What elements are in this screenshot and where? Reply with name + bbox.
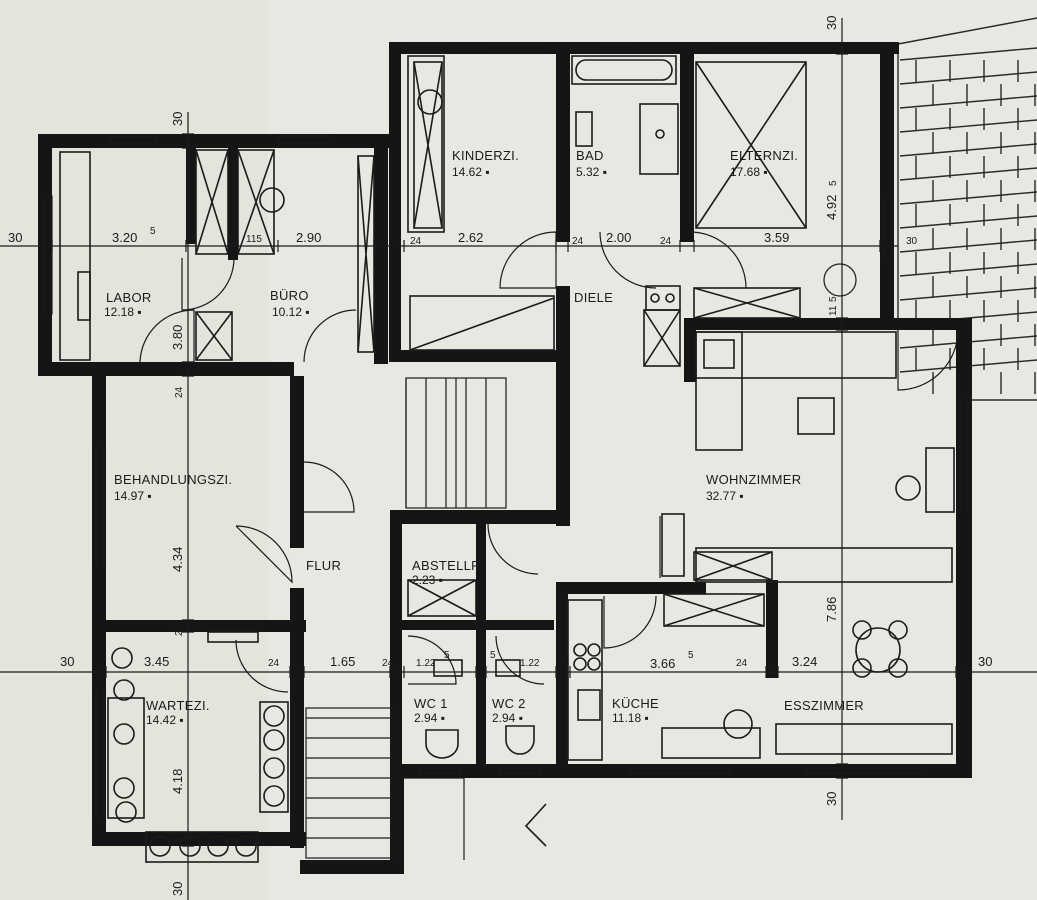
dim-vert-2: 24 <box>174 386 185 398</box>
dim-vert-6: 30 <box>170 882 185 896</box>
paving-row <box>899 167 1037 181</box>
dim-upper-5: 24 <box>410 236 422 247</box>
room-label-wartezi: WARTEZI. <box>146 698 210 713</box>
room-label-kueche: KÜCHE <box>612 696 659 711</box>
room-area-wc2: 2.94 ▪ <box>492 711 523 725</box>
room-label-bad: BAD <box>576 148 604 163</box>
paving-row <box>899 191 1037 205</box>
dim-upper-8: 2.00 <box>606 230 631 245</box>
room-label-elternzi: ELTERNZI. <box>730 148 798 163</box>
room-label-labor: LABOR <box>106 290 152 305</box>
paving-row <box>899 47 1037 61</box>
room-label-wc1: WC 1 <box>414 696 448 711</box>
room-area-abstellr: 2.23 ▪ <box>412 573 443 587</box>
room-label-flur: FLUR <box>306 558 341 573</box>
room-area-labor: 12.18 ▪ <box>104 305 142 319</box>
dim-vert-9: 11 <box>828 305 839 316</box>
room-label-diele: DIELE <box>574 290 613 305</box>
dim-vert-11: 7.86 <box>824 597 839 622</box>
room-label-kinderzi: KINDERZI. <box>452 148 519 163</box>
beds <box>407 55 555 351</box>
dim-upper-1: 3.20 <box>112 230 137 245</box>
stairs <box>305 377 507 859</box>
room-label-wc2: WC 2 <box>492 696 526 711</box>
room-area-kinderzi: 14.62 ▪ <box>452 165 490 179</box>
waiting-chairs <box>107 647 289 863</box>
room-area-kueche: 11.18 ▪ <box>612 711 649 725</box>
room-area-buero: 10.12 ▪ <box>272 305 310 319</box>
dim-lower-5: 1.22 <box>416 658 436 669</box>
dim-lower-14: 30 <box>978 654 992 669</box>
dim-vert-5: 4.18 <box>170 769 185 794</box>
dim-lower-4: 24 <box>382 658 394 669</box>
paving-row <box>899 239 1037 253</box>
paving-row <box>899 263 1037 277</box>
room-label-behandlungszi: BEHANDLUNGSZI. <box>114 472 232 487</box>
fixtures <box>259 55 953 761</box>
paving-row <box>899 287 1037 301</box>
room-area-elternzi: 17.68 ▪ <box>730 165 768 179</box>
dim-lower-1: 3.45 <box>144 654 169 669</box>
paving-row <box>899 119 1037 133</box>
dim-lower-0: 30 <box>60 654 74 669</box>
dim-lower-8: 1.22 <box>520 658 540 669</box>
dim-upper-2: 5 <box>150 226 156 237</box>
dim-upper-10: 3.59 <box>764 230 789 245</box>
dimension-labels-lower: 30 3.45 24 1.65 24 1.22 5 5 1.22 7 3.66 … <box>60 650 992 671</box>
room-area-wartezi: 14.42 ▪ <box>146 713 184 727</box>
dim-upper-6: 2.62 <box>458 230 483 245</box>
room-area-bad: 5.32 ▪ <box>576 165 607 179</box>
dim-vert-4: 24 <box>174 624 185 636</box>
room-label-abstellr: ABSTELLR. <box>412 558 485 573</box>
dim-upper-3: 115 <box>246 234 262 245</box>
dim-lower-11: 5 <box>688 650 694 661</box>
dim-vert-10: 5 <box>828 296 839 302</box>
dim-vert-0: 30 <box>170 112 185 126</box>
dim-upper-9: 24 <box>660 236 672 247</box>
dim-upper-0: 30 <box>8 230 22 245</box>
room-area-wc1: 2.94 ▪ <box>414 711 445 725</box>
dimension-labels-vertical: 30 3.80 24 4.34 24 4.18 30 4.92 5 11 5 7… <box>170 16 839 896</box>
entrance-landing <box>404 777 465 860</box>
dim-vert-7: 4.92 <box>824 195 839 220</box>
dim-lower-7: 5 <box>490 650 496 661</box>
dim-lower-13: 3.24 <box>792 654 817 669</box>
dim-vert-13: 30 <box>824 16 839 30</box>
room-label-wohnzimmer: WOHNZIMMER <box>706 472 801 487</box>
dim-upper-11: 30 <box>906 236 918 247</box>
dimension-labels-upper: 30 3.20 5 115 2.90 24 2.62 24 2.00 24 3.… <box>8 226 918 247</box>
room-area-behandlungszi: 14.97 ▪ <box>114 489 152 503</box>
dim-vert-12: 30 <box>824 792 839 806</box>
dimension-lines <box>0 18 1037 900</box>
dim-lower-3: 1.65 <box>330 654 355 669</box>
paving-row <box>899 215 1037 229</box>
paving-row <box>899 95 1037 109</box>
dim-lower-2: 24 <box>268 658 280 669</box>
dim-upper-7: 24 <box>572 236 584 247</box>
room-area-wohnzimmer: 32.77 ▪ <box>706 489 744 503</box>
dim-vert-1: 3.80 <box>170 325 185 350</box>
dim-lower-9: 7 <box>560 658 566 669</box>
paving-row <box>899 71 1037 85</box>
dim-vert-8: 5 <box>828 180 839 186</box>
dim-upper-4: 2.90 <box>296 230 321 245</box>
living-furniture <box>661 331 955 678</box>
wardrobes <box>195 61 807 627</box>
dim-lower-12: 24 <box>736 658 748 669</box>
paving-row <box>899 143 1037 157</box>
entrance-arrow <box>524 803 547 847</box>
room-label-esszimmer: ESSZIMMER <box>784 698 864 713</box>
dim-lower-10: 3.66 <box>650 656 675 671</box>
room-label-buero: BÜRO <box>270 288 309 303</box>
dim-lower-6: 5 <box>444 650 450 661</box>
windows <box>43 43 969 817</box>
desks <box>59 151 259 643</box>
room-labels: KINDERZI. 14.62 ▪ BAD 5.32 ▪ ELTERNZI. 1… <box>104 148 864 727</box>
dim-vert-3: 4.34 <box>170 547 185 572</box>
